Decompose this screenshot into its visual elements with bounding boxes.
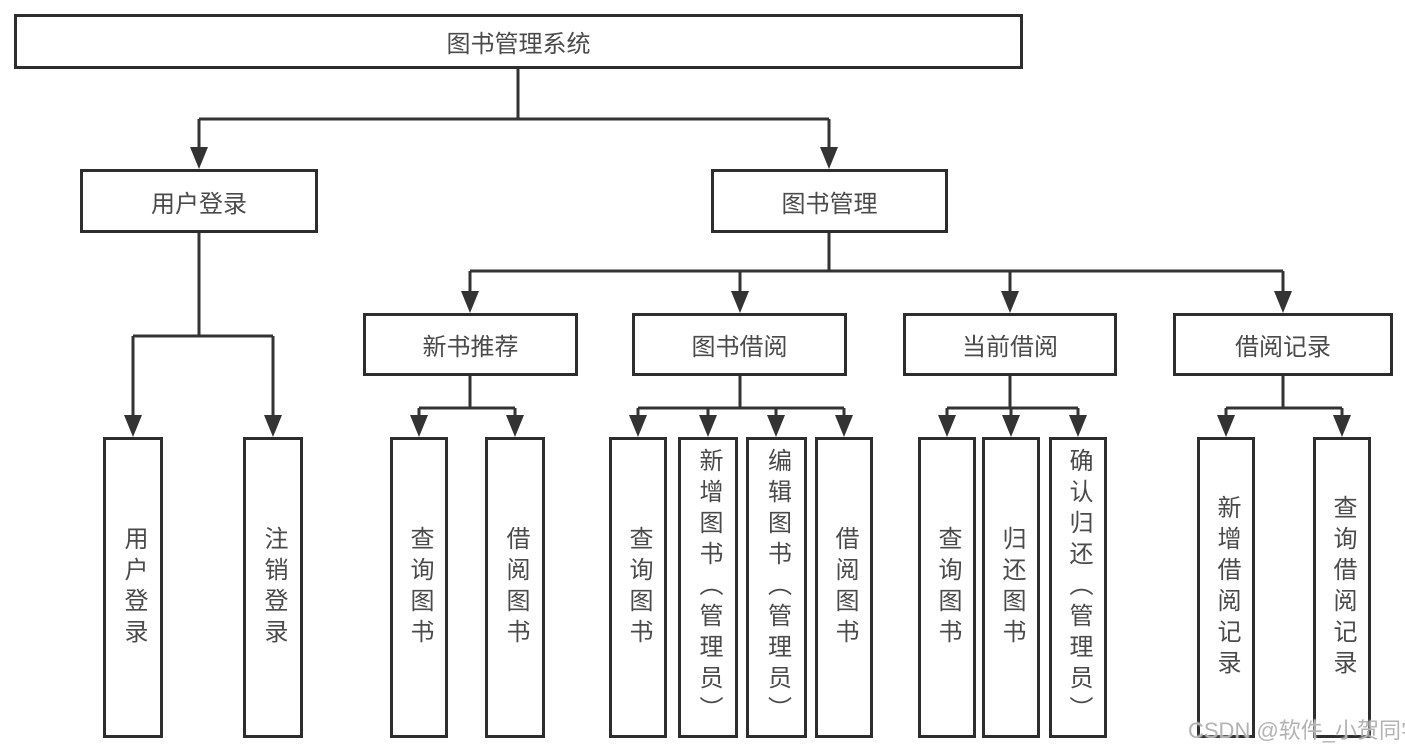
node-borrowing-records: 借阅记录 (1173, 313, 1393, 376)
connector-root-to-level2 (190, 68, 838, 169)
arrow-down-icon (731, 291, 749, 313)
node-current-borrowing: 当前借阅 (903, 313, 1117, 376)
leaf-borrow-books-1: 借阅图书 (485, 437, 545, 738)
arrow-down-icon (410, 415, 428, 437)
leaf-label: 借阅图书 (502, 525, 529, 650)
connector-book-borrow-to-leaves (629, 376, 853, 437)
csdn-watermark: CSDN @软件_小贺同学 (1188, 718, 1405, 743)
connector-user-login-to-leaves (124, 233, 282, 437)
node-user-login: 用户登录 (80, 169, 318, 233)
arrow-down-icon (1002, 415, 1020, 437)
arrow-down-icon (820, 147, 838, 169)
leaf-label: 新增借阅记录 (1213, 494, 1240, 681)
leaf-label: 查询图书 (934, 525, 961, 650)
arrow-down-icon (835, 415, 853, 437)
connector-new-book-to-leaves (410, 376, 524, 437)
leaf-borrow-books-2: 借阅图书 (815, 437, 873, 738)
leaf-label: 编辑图书（管理员） (763, 448, 791, 727)
arrow-down-icon (506, 415, 524, 437)
arrow-down-icon (264, 415, 282, 437)
arrow-down-icon (190, 147, 208, 169)
node-library-management-system: 图书管理系统 (14, 14, 1023, 69)
leaf-query-borrow-record: 查询借阅记录 (1313, 437, 1371, 738)
arrow-down-icon (1069, 415, 1087, 437)
leaf-add-books-admin: 新增图书（管理员） (678, 437, 738, 738)
connector-current-borrow-to-leaves (938, 376, 1087, 437)
arrow-down-icon (1001, 291, 1019, 313)
arrow-down-icon (767, 415, 785, 437)
node-book-borrowing: 图书借阅 (632, 313, 847, 376)
leaf-user-login: 用户登录 (103, 437, 163, 738)
leaf-return-books: 归还图书 (982, 437, 1040, 738)
arrow-down-icon (461, 291, 479, 313)
leaf-label: 确认归还（管理员） (1065, 448, 1092, 727)
arrow-down-icon (938, 415, 956, 437)
leaf-confirm-return-admin: 确认归还（管理员） (1049, 437, 1107, 738)
arrow-down-icon (1333, 415, 1351, 437)
leaf-label: 查询图书 (406, 525, 433, 650)
leaf-label: 归还图书 (998, 525, 1025, 650)
node-new-book-recommend: 新书推荐 (363, 313, 578, 376)
leaf-label: 新增图书（管理员） (695, 448, 722, 727)
connector-book-mgmt-to-level3 (461, 233, 1292, 313)
leaf-logout: 注销登录 (243, 437, 303, 738)
leaf-query-books-2: 查询图书 (609, 437, 667, 738)
leaf-query-books-3: 查询图书 (918, 437, 976, 738)
arrow-down-icon (629, 415, 647, 437)
leaf-query-books-1: 查询图书 (390, 437, 448, 738)
arrow-down-icon (1217, 415, 1235, 437)
leaf-add-borrow-record: 新增借阅记录 (1197, 437, 1255, 738)
leaf-label: 用户登录 (120, 525, 147, 650)
leaf-label: 注销登录 (260, 525, 287, 650)
arrow-down-icon (1274, 291, 1292, 313)
leaf-label: 查询借阅记录 (1329, 494, 1356, 681)
leaf-label: 查询图书 (625, 525, 652, 650)
connector-borrow-record-to-leaves (1217, 376, 1351, 437)
leaf-edit-books-admin: 编辑图书（管理员） (746, 437, 807, 738)
arrow-down-icon (124, 415, 142, 437)
leaf-label: 借阅图书 (831, 525, 858, 650)
node-book-management: 图书管理 (711, 169, 948, 233)
arrow-down-icon (699, 415, 717, 437)
